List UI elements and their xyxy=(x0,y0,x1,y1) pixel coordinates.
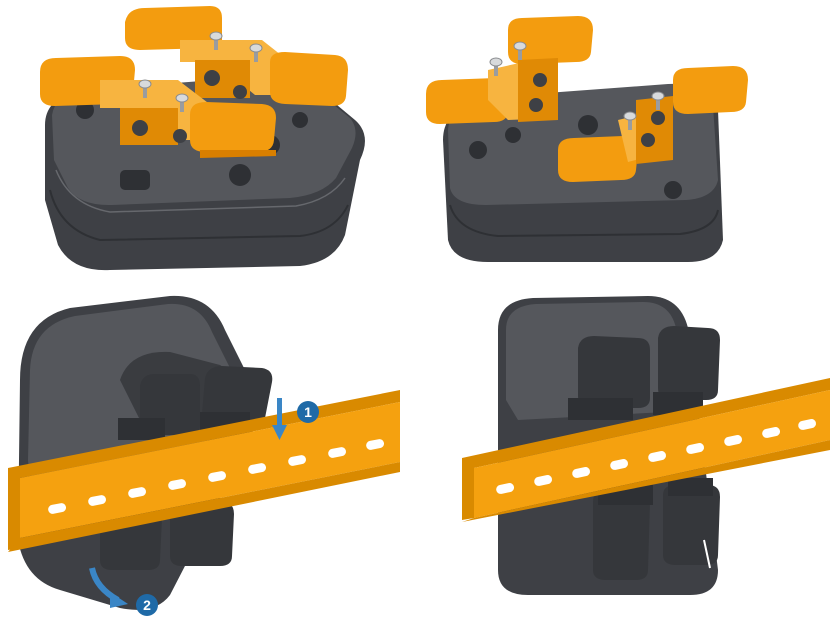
step-1-number: 1 xyxy=(304,404,312,420)
mounting-on-rail-illustration xyxy=(8,295,400,610)
step-1-badge: 1 xyxy=(297,401,319,423)
step-2-number: 2 xyxy=(143,597,151,613)
din-rail xyxy=(462,378,830,522)
screws xyxy=(138,31,263,112)
step-2-badge: 2 xyxy=(136,594,158,616)
din-rail xyxy=(8,390,400,552)
clip-back xyxy=(426,16,593,124)
housing-with-clips-rotated-illustration xyxy=(426,16,748,262)
clip-front xyxy=(558,66,748,182)
rail-slots xyxy=(496,419,817,494)
panel-bottom-right xyxy=(418,290,837,618)
clip-front xyxy=(40,56,276,158)
clip-back xyxy=(125,6,348,106)
panel-top-right xyxy=(418,0,837,290)
panel-bottom-left: 1 2 xyxy=(0,290,420,618)
rail-slots xyxy=(48,439,385,514)
housing-with-clips-illustration xyxy=(40,6,365,271)
clips xyxy=(568,326,720,580)
down-arrow-icon xyxy=(272,398,287,440)
mounted-on-rail-illustration xyxy=(462,296,830,595)
screws xyxy=(489,41,665,130)
panel-top-left xyxy=(0,0,420,290)
curved-arrow-icon xyxy=(89,567,128,608)
